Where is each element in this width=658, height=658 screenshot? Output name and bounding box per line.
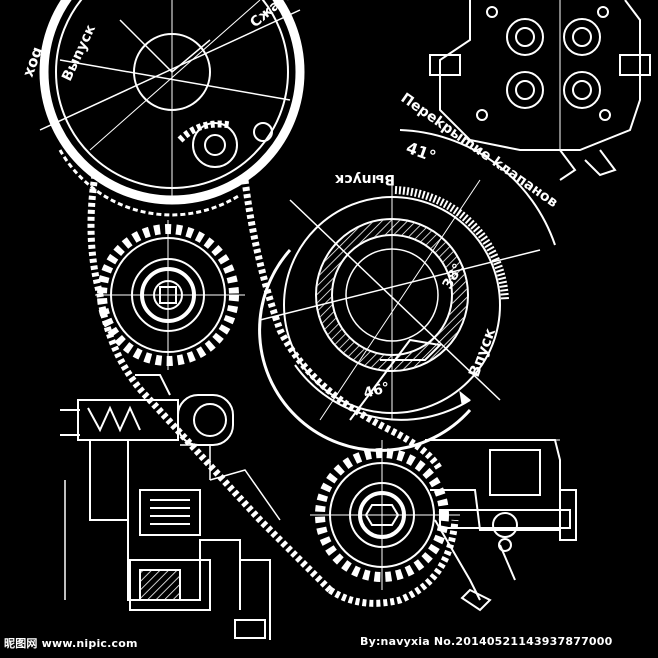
left-gear	[95, 220, 245, 370]
engine-block	[429, 0, 651, 181]
tensioner-mechanism	[425, 439, 577, 612]
bottom-gear	[310, 440, 460, 590]
watermark-left: 昵图网 www.nipic.com	[4, 637, 138, 650]
valve-timing-diagram	[258, 129, 556, 452]
watermark-right: By:navyxia No.20140521143937877000	[360, 635, 613, 648]
timing-chain	[87, 120, 459, 607]
pump-assembly	[60, 374, 281, 640]
label-center-angle: 41°	[404, 138, 439, 166]
label-angle-bottom: 46°	[362, 380, 392, 402]
label-right-exhaust: Bпyск	[465, 326, 499, 380]
top-left-wheel	[39, 0, 305, 217]
label-center-intake: Bыnycк	[334, 171, 395, 187]
label-top-left-b: Bыnycк	[59, 22, 99, 84]
